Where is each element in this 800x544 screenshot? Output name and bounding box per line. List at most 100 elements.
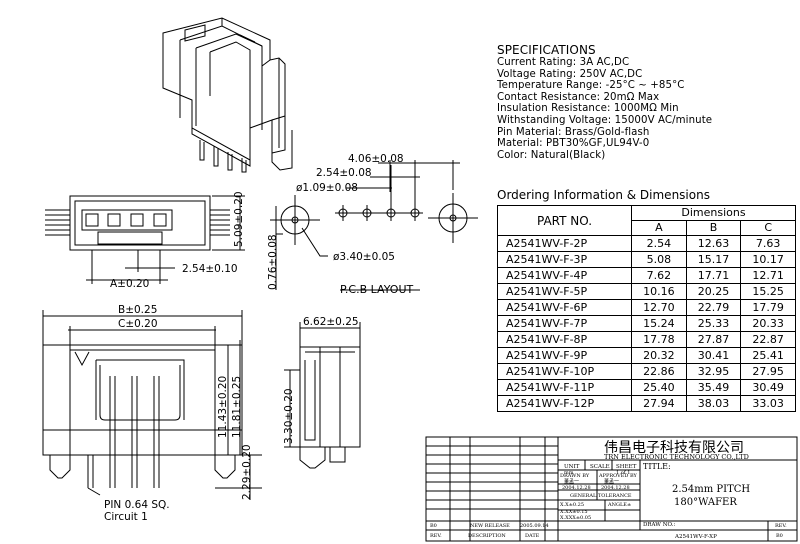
- dim-c-val: 30.49: [740, 379, 796, 396]
- part-no: A2541WV-F-9P: [497, 347, 632, 364]
- dim-c-val: 22.87: [740, 331, 796, 348]
- unit-label: UNIT: [564, 464, 580, 470]
- part-no: A2541WV-F-11P: [497, 379, 632, 396]
- part-no: A2541WV-F-3P: [497, 251, 632, 268]
- dim-076: 0.76±0.08: [267, 234, 279, 290]
- dim-c-val: 27.95: [740, 363, 796, 380]
- col-c: C: [740, 220, 796, 236]
- draw-no: A2541WV-F-XP: [674, 534, 717, 540]
- rev-row-desc: NEW RELEASE: [470, 523, 510, 529]
- col-a: A: [631, 220, 687, 236]
- dim-b-val: 32.95: [685, 363, 742, 380]
- dim-b-val: 15.17: [685, 251, 742, 268]
- dim-a-val: 22.86: [631, 363, 687, 380]
- dim-b-val: 12.63: [685, 235, 742, 252]
- spec-line: Voltage Rating: 250V AC,DC: [497, 68, 643, 80]
- unit-value: mm: [564, 470, 574, 476]
- dim-b-val: 25.33: [685, 315, 742, 332]
- dim-a-val: 17.78: [631, 331, 687, 348]
- spec-line: Pin Material: Brass/Gold-flash: [497, 126, 650, 138]
- title-line1: 2.54mm PITCH: [672, 484, 750, 495]
- dim-a: A±0.20: [110, 278, 149, 290]
- dim-b-val: 35.49: [685, 379, 742, 396]
- desc-col: DESCRIPTION: [468, 533, 506, 539]
- part-no: A2541WV-F-8P: [497, 331, 632, 348]
- dim-c-val: 25.41: [740, 347, 796, 364]
- front-view: [42, 310, 262, 500]
- spec-line: Contact Resistance: 20mΩ Max: [497, 91, 660, 103]
- dim-509: 5.09±0.20: [233, 191, 245, 247]
- dim-c-val: 15.25: [740, 283, 796, 300]
- drawn-date: 2004.12.28: [562, 485, 591, 491]
- rev-col: REV.: [430, 533, 442, 539]
- dim-c-val: 17.79: [740, 299, 796, 316]
- pcb-layout: [270, 160, 478, 291]
- part-no: A2541WV-F-5P: [497, 283, 632, 300]
- dim-b-val: 17.71: [685, 267, 742, 284]
- col-part-no: PART NO.: [497, 205, 632, 236]
- dim-1143: 11.43±0.20: [217, 376, 229, 438]
- dim-a-val: 10.16: [631, 283, 687, 300]
- ordering-title: Ordering Information & Dimensions: [497, 188, 710, 202]
- part-no: A2541WV-F-2P: [497, 235, 632, 252]
- dim-c: C±0.20: [118, 318, 158, 330]
- dim-340: ø3.40±0.05: [333, 251, 395, 263]
- dim-1181: 11.81±0.25: [231, 376, 243, 438]
- spec-line: Temperature Range: -25°C ~ +85°C: [497, 80, 685, 92]
- rev-row-rev: B0: [430, 523, 437, 529]
- company-en: TRN ELECTRONIC TECHNOLOGY CO.,LTD: [604, 453, 749, 461]
- tol-xxx: X.XXX±0.05: [560, 515, 591, 521]
- dim-254: 2.54±0.08: [316, 167, 372, 179]
- draw-no-label: DRAW NO.:: [643, 522, 675, 528]
- rev-row-date: 2005.09.14: [520, 523, 549, 529]
- approved-name: 董孟一: [604, 478, 619, 485]
- dim-c-val: 20.33: [740, 315, 796, 332]
- circuit-label: Circuit 1: [104, 511, 148, 523]
- spec-line: Current Rating: 3A AC,DC: [497, 57, 630, 68]
- rev-value: B0: [776, 533, 783, 539]
- title-block-lines: [425, 436, 798, 542]
- col-dimensions: Dimensions: [631, 205, 796, 221]
- dim-c-val: 33.03: [740, 395, 796, 412]
- spec-line: Material: PBT30%GF,UL94V-0: [497, 138, 650, 150]
- side-view: [284, 322, 361, 469]
- part-no: A2541WV-F-4P: [497, 267, 632, 284]
- drawn-by-label: DRAWN BY: [560, 473, 590, 479]
- sheet-label: SHEET: [616, 464, 637, 470]
- dim-c-val: 7.63: [740, 235, 796, 252]
- dim-b-val: 22.79: [685, 299, 742, 316]
- title-label: TITLE:: [643, 462, 671, 471]
- date-col: DATE: [525, 533, 540, 539]
- dim-a-val: 25.40: [631, 379, 687, 396]
- title-line2: 180°WAFER: [674, 497, 737, 508]
- dim-229: 2.29±0.20: [241, 444, 253, 500]
- dim-b: B±0.25: [118, 304, 157, 316]
- isometric-view: [162, 17, 293, 173]
- dim-662: 6.62±0.25: [303, 316, 359, 328]
- spec-title: SPECIFICATIONS: [497, 43, 596, 57]
- dim-b-val: 30.41: [685, 347, 742, 364]
- pcb-layout-label: P.C.B LAYOUT: [340, 283, 414, 296]
- dim-a-val: 2.54: [631, 235, 687, 252]
- tol-angle: ANGLE±: [607, 502, 631, 508]
- top-view: [45, 195, 245, 284]
- approved-by-label: APPROVED BY: [598, 473, 638, 479]
- part-no: A2541WV-F-10P: [497, 363, 632, 380]
- pin-label: PIN 0.64 SQ.: [104, 499, 170, 511]
- dim-b-val: 38.03: [685, 395, 742, 412]
- dim-a-val: 15.24: [631, 315, 687, 332]
- tolerance-label: GENERAL TOLERANCE: [570, 493, 632, 499]
- part-no: A2541WV-F-12P: [497, 395, 632, 412]
- dim-a-val: 12.70: [631, 299, 687, 316]
- dim-b-val: 20.25: [685, 283, 742, 300]
- dim-a-val: 7.62: [631, 267, 687, 284]
